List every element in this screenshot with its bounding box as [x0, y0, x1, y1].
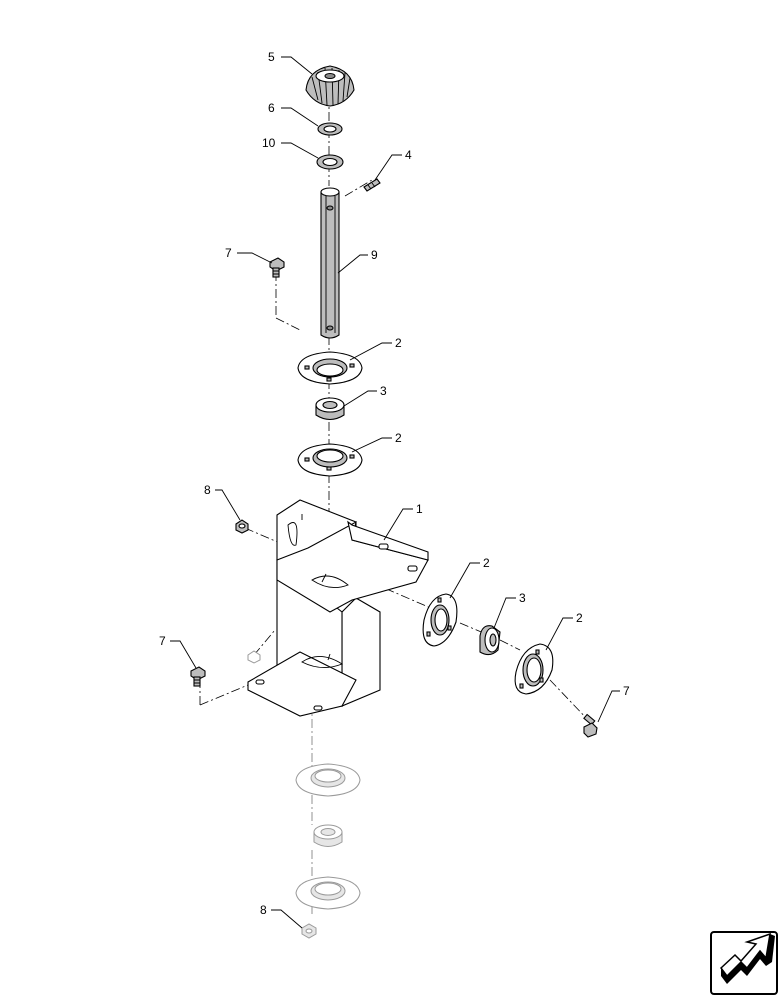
nut-bracket [247, 650, 261, 664]
flange-top-upper [297, 351, 363, 385]
bevel-gear [305, 65, 355, 107]
flange-bottom-lower [295, 876, 361, 910]
callout-labels: 5 6 10 4 7 9 2 3 2 8 1 2 3 2 7 7 8 [159, 50, 630, 917]
callout-2-top-lower: 2 [395, 431, 402, 445]
callout-8-upper: 8 [204, 483, 211, 497]
callout-6: 6 [268, 101, 275, 115]
callout-7-left: 7 [159, 634, 166, 648]
bolt-top [269, 257, 285, 278]
callout-3-top: 3 [380, 384, 387, 398]
nut-upper [235, 519, 249, 534]
callout-5: 5 [268, 50, 275, 64]
flange-top-lower [297, 443, 363, 477]
flange-bottom-upper [295, 763, 361, 797]
return-arrow-icon[interactable] [710, 931, 778, 995]
bearing-top [315, 397, 345, 421]
callout-3-side: 3 [519, 591, 526, 605]
shaft [320, 187, 340, 339]
callout-7-right: 7 [623, 684, 630, 698]
callout-9: 9 [371, 248, 378, 262]
callout-2-top-upper: 2 [395, 336, 402, 350]
callout-leaders [170, 56, 620, 929]
ring-10 [316, 154, 344, 170]
callout-7-top: 7 [225, 246, 232, 260]
flange-side-right [514, 643, 554, 695]
callout-8-bottom: 8 [260, 903, 267, 917]
callout-10: 10 [262, 136, 276, 150]
bearing-bottom [313, 824, 343, 847]
flange-side-left [422, 593, 458, 647]
washer-6 [317, 122, 343, 136]
bolt-left [190, 666, 206, 687]
mounting-bracket [247, 499, 429, 717]
callout-1: 1 [416, 502, 423, 516]
bolt-right [583, 713, 598, 738]
assembly-axes [199, 95, 591, 915]
bearing-side [479, 625, 501, 656]
nut-bottom [301, 923, 317, 939]
callout-4: 4 [405, 148, 412, 162]
callout-2-side-right: 2 [576, 611, 583, 625]
roll-pin [363, 178, 381, 192]
callout-2-side-left: 2 [483, 556, 490, 570]
